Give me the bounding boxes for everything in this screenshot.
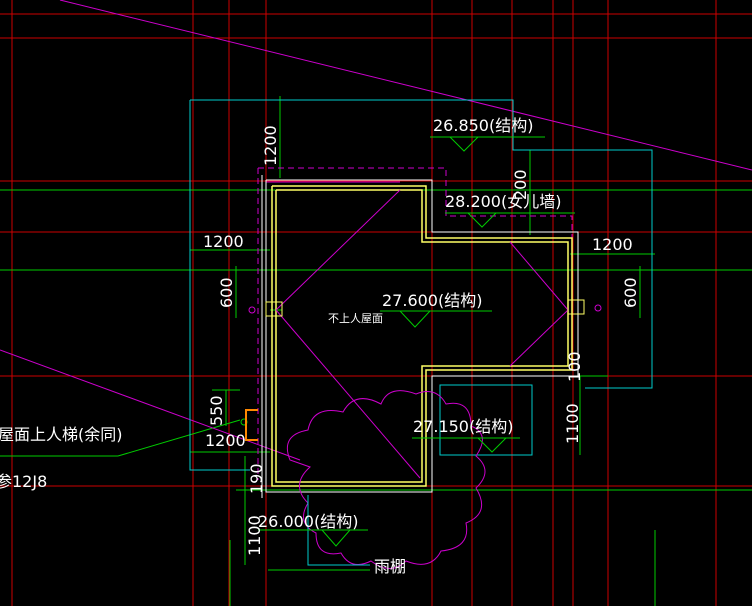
dim-100: 100 [565,351,584,382]
dim-200: 200 [511,169,530,200]
dim-190: 190 [247,463,266,494]
elevation-markers [258,136,575,547]
canopy-cloud [286,390,486,569]
dim-1200-top: 1200 [261,125,280,166]
dashed-outline [257,167,573,480]
reference-note: 参12J8 [0,472,47,491]
elevation-mid: 27.150(结构) [413,417,513,436]
building-outline [261,175,579,498]
dimension-lines [0,96,752,606]
axis-markers [240,299,602,426]
elevation-parapet: 28.200(女儿墙) [445,192,561,211]
dim-600-right: 600 [621,277,640,308]
dim-1200-right: 1200 [592,235,633,254]
magenta-lines [0,0,752,470]
ladder-note: 屋面上人梯(余同) [0,425,123,444]
roof-diagonals [275,189,569,479]
dim-1100-bottom: 1100 [245,515,264,556]
elevation-top: 26.850(结构) [433,116,533,135]
axis-lines-vertical [11,0,717,606]
canopy-label: 雨棚 [374,557,406,576]
axis-lines-horizontal [0,13,752,487]
elevation-bottom: 26.000(结构) [258,512,358,531]
dim-1200-ladder: 1200 [205,431,246,450]
roof-note: 不上人屋面 [328,312,383,325]
cyan-outlines [189,99,653,471]
canopy-details [307,495,370,566]
dim-1200-left: 1200 [203,232,244,251]
elevation-roof: 27.600(结构) [382,291,482,310]
parapet-line [271,185,573,487]
dim-550: 550 [207,395,226,426]
dim-1100-right: 1100 [563,403,582,444]
dim-600-left: 600 [217,277,236,308]
roof-ladder [245,409,258,441]
